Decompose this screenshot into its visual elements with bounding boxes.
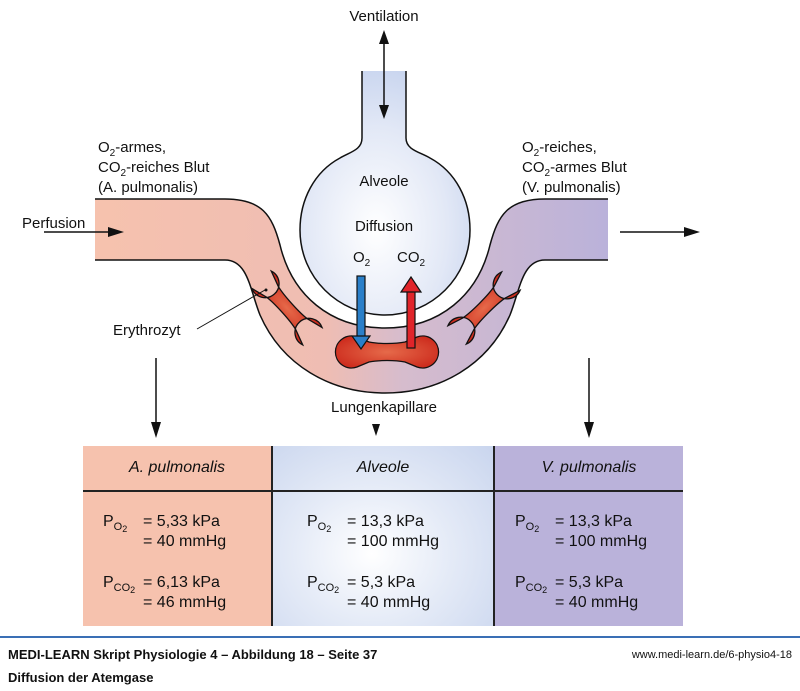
table-column-alveole: Alveole PO2 = 13,3 kPa= 100 mmHg PCO2 = … [273, 446, 495, 626]
svg-text:O2-reiches,: O2-reiches, [522, 139, 597, 159]
footer-divider [0, 636, 800, 638]
column-header: Alveole [273, 446, 493, 492]
svg-text:O2-armes,: O2-armes, [98, 139, 166, 159]
erythrozyt-pointer [196, 289, 266, 330]
table-column-v-pulmonalis: V. pulmonalis PO2 = 13,3 kPa= 100 mmHg P… [495, 446, 683, 626]
footer-url-link[interactable]: www.medi-learn.de/6-physio4-18 [631, 649, 792, 661]
perfusion-label: Perfusion [22, 215, 85, 232]
o2-label: O2 [353, 249, 371, 269]
perfusion-in-arrow [44, 227, 124, 237]
co2-diffusion-arrow [399, 275, 423, 349]
svg-text:CO2-reiches Blut: CO2-reiches Blut [98, 159, 210, 179]
arrow-down-left [151, 358, 161, 438]
erythrozyt-label: Erythrozyt [113, 322, 181, 339]
ventilation-label: Ventilation [349, 8, 418, 25]
svg-text:CO2-armes Blut: CO2-armes Blut [522, 159, 628, 179]
capillary-vessel [95, 199, 608, 393]
erythrocyte-left [250, 269, 324, 347]
perfusion-out-arrow [620, 227, 700, 237]
column-header: V. pulmonalis [495, 446, 683, 492]
table-column-a-pulmonalis: A. pulmonalis PO2 = 5,33 kPa= 40 mmHg PC… [83, 446, 273, 626]
alveole-label: Alveole [359, 173, 408, 190]
arterial-blood-note: O2-armes, CO2-reiches Blut (A. pulmonali… [98, 139, 210, 196]
lungenkapillare-label: Lungenkapillare [331, 399, 437, 416]
diffusion-label: Diffusion [355, 218, 413, 235]
svg-text:(V. pulmonalis): (V. pulmonalis) [522, 179, 621, 196]
venous-blood-note: O2-reiches, CO2-armes Blut (V. pulmonali… [522, 139, 628, 196]
partial-pressure-table: A. pulmonalis PO2 = 5,33 kPa= 40 mmHg PC… [83, 446, 683, 626]
footer-title: MEDI-LEARN Skript Physiologie 4 – Abbild… [8, 647, 378, 662]
arrow-down-right [584, 358, 594, 438]
column-header: A. pulmonalis [83, 446, 271, 492]
o2-diffusion-arrow [350, 275, 372, 351]
svg-text:(A. pulmonalis): (A. pulmonalis) [98, 179, 198, 196]
figure-caption: Diffusion der Atemgase [8, 670, 154, 685]
arrow-down-center [372, 424, 380, 436]
diffusion-diagram: Ventilation Perfusion Alveole Diffusion … [22, 8, 700, 438]
ventilation-arrow [379, 30, 389, 119]
co2-label: CO2 [397, 249, 426, 269]
alveole-shape [300, 71, 470, 315]
